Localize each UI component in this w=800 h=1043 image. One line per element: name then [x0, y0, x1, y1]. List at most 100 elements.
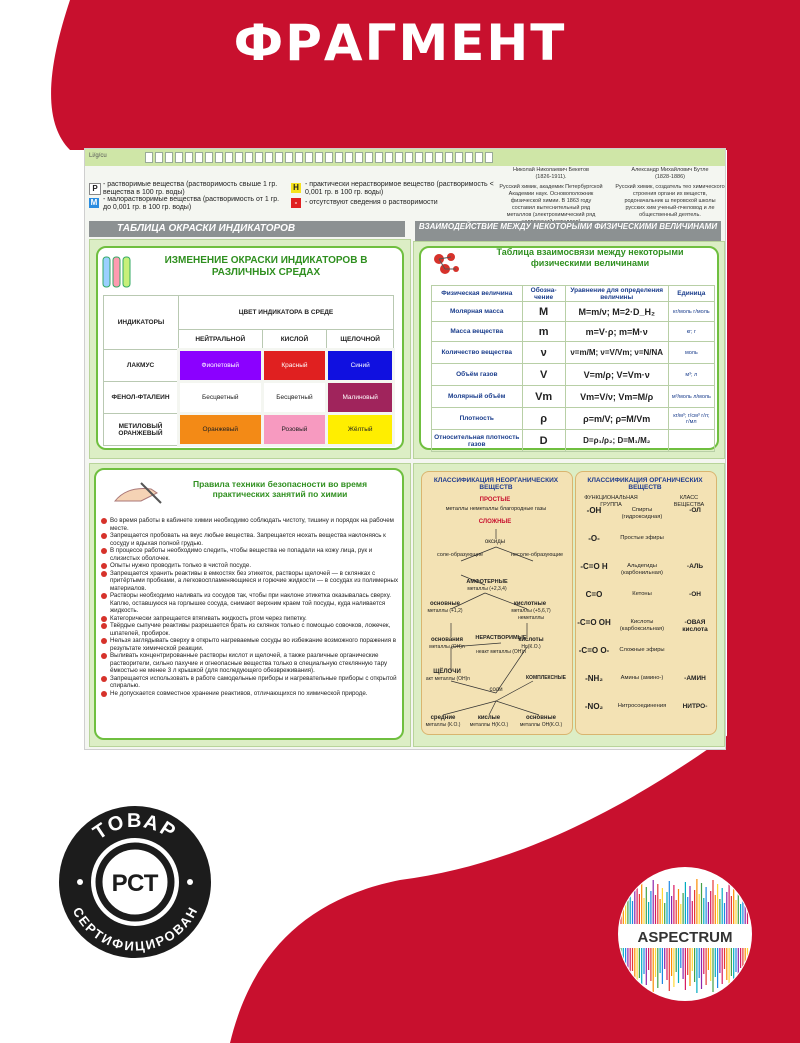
- inorganic-bases: основания: [431, 637, 463, 643]
- ph-row-sym: V: [521, 363, 566, 386]
- ph-row-name: Молярный объём: [431, 385, 523, 408]
- organic-panel: [575, 471, 717, 735]
- inorganic-basic-sub: металлы (+1,2): [427, 608, 463, 614]
- poster-fragment: Li/g/cu Р - растворимые вещества (раство…: [84, 148, 726, 750]
- strip-cells: [145, 152, 493, 163]
- organic-group: -NO₂: [584, 702, 604, 711]
- safety-panel: [89, 463, 411, 747]
- safety-rule: Твёрдые сыпучие реактивы разрешается бра…: [101, 622, 401, 637]
- organic-class: Спирты (гидроксидная): [621, 507, 663, 520]
- safety-rule: Растворы необходимо наливать из сосудов …: [101, 592, 401, 615]
- safety-card: [94, 468, 404, 740]
- organic-suffix: НИТРО-: [682, 703, 708, 710]
- ph-row-eq: D=ρ₁/ρ₂; D=M₁/M₂: [564, 429, 669, 452]
- ph-row-name: Плотность: [431, 407, 523, 430]
- ph-col-name: Физическая величина: [431, 285, 523, 302]
- organic-col-group: ФУНКЦИОНАЛЬНАЯ ГРУППА: [584, 495, 638, 508]
- badge-center-text: РСТ: [112, 870, 159, 897]
- ph-row-sym: m: [521, 321, 566, 342]
- inorganic-simple-sub: металлы неметаллы благородные газы: [445, 506, 547, 512]
- inorganic-amphoteric-sub: металлы (+2,3,4): [467, 586, 507, 592]
- ph-row-sym: ρ: [521, 407, 566, 430]
- legend-text-r: - растворимые вещества (растворимость св…: [103, 181, 278, 196]
- brand-name: ASPECTRUM: [637, 929, 732, 946]
- col-alkaline: ЩЕЛОЧНОЙ: [326, 329, 394, 350]
- ph-row-unit: м³/моль л/моль: [667, 385, 716, 408]
- safety-rule: Запрещается хранить реактивы в емкостях …: [101, 570, 401, 593]
- safety-rule: Выливать концентрированные растворы кисл…: [101, 652, 401, 675]
- inorganic-acids: кислоты: [518, 637, 544, 643]
- safety-rule: Не допускается совместное хранение реакт…: [101, 690, 401, 698]
- safety-rule: Нельзя заглядывать сверху в открыто нагр…: [101, 637, 401, 652]
- row-methyl-orange: МЕТИЛОВЫЙ ОРАНЖЕВЫЙ: [103, 413, 179, 446]
- legend-text-none: - отсутствуют сведения о растворимости: [305, 199, 438, 206]
- portrait-1-years: (1826-1911).: [535, 174, 567, 180]
- safety-rule: Запрещается использовать в работе самоде…: [101, 675, 401, 690]
- safety-rule: Запрещается пробовать на вкус любые веще…: [101, 532, 401, 547]
- litmus-neutral: Фиолетовый: [177, 348, 264, 383]
- organic-class: Кетоны: [632, 591, 652, 597]
- ph-row-eq: M=m/ν; M=2·D_H₂: [564, 301, 669, 322]
- inorganic-medium: средние: [430, 715, 456, 721]
- legend-text-m: - малорастворимые вещества (растворимост…: [103, 196, 280, 211]
- portrait-2-bio: Русский химик, создатель тео химического…: [615, 184, 725, 218]
- strip-label: Li/g/cu: [89, 153, 107, 159]
- organic-group: -C=O H: [580, 562, 608, 571]
- ph-row-name: Молярная масса: [431, 301, 523, 322]
- inorganic-alkali: ЩЁЛОЧИ: [433, 669, 461, 675]
- methyl-neutral: Оранжевый: [177, 412, 264, 447]
- organic-group: -NH₂: [585, 674, 603, 683]
- inorganic-acidic-sub: металлы (+5,6,7) неметаллы: [511, 608, 551, 621]
- ph-row-eq: V=m/ρ; V=Vm·ν: [564, 363, 669, 386]
- organic-class: Простые эфиры: [620, 535, 664, 541]
- ph-row-eq: ν=m/M; ν=V/Vm; ν=N/NA: [564, 341, 669, 364]
- ph-row-name: Объём газов: [431, 363, 523, 386]
- ph-row-eq: ρ=m/V; ρ=M/Vm: [564, 407, 669, 430]
- methyl-acid: Розовый: [260, 412, 329, 447]
- inorganic-insoluble: НЕРАСТВОРИМЫЕ: [475, 635, 527, 641]
- test-tubes-icon: [102, 256, 131, 288]
- litmus-acid: Красный: [260, 348, 329, 383]
- ph-row-name: Масса вещества: [431, 321, 523, 342]
- legend-badge-n: Н: [291, 183, 301, 193]
- portrait-1-name: Николай Николаевич Бекетов: [513, 167, 589, 173]
- phenol-neutral: Бесцветный: [177, 380, 264, 415]
- safety-rule: Во время работы в кабинете химии необход…: [101, 517, 401, 532]
- indicators-header: ТАБЛИЦА ОКРАСКИ ИНДИКАТОРОВ: [89, 221, 405, 237]
- certified-badge: ТОВАР СЕРТИФИЦИРОВАН РСТ: [59, 806, 211, 958]
- legend-badge-none: -: [291, 198, 301, 208]
- organic-group: -OH: [586, 506, 602, 515]
- col-group: ЦВЕТ ИНДИКАТОРА В СРЕДЕ: [178, 295, 394, 330]
- ph-row-unit: кг/моль г/моль: [667, 301, 716, 322]
- ph-row-sym: Vm: [521, 385, 566, 408]
- page-title: ФРАГМЕНТ: [233, 14, 567, 72]
- portrait-1: Николай Николаевич Бекетов (1826-1911). …: [499, 167, 603, 226]
- inorganic-basic: основные: [430, 601, 460, 607]
- ph-row-unit: кг; г: [667, 321, 716, 342]
- methyl-alkaline: Жёлтый: [325, 412, 395, 447]
- litmus-alkaline: Синий: [325, 348, 395, 383]
- organic-col-class: КЛАСС ВЕЩЕСТВА: [673, 495, 705, 508]
- organic-class: Кислоты (карбоксильная): [619, 619, 665, 632]
- inorganic-salts: соли: [489, 687, 503, 693]
- ph-row-unit: [667, 429, 716, 452]
- inorganic-alkali-sub: акт металлы (OH)n: [425, 676, 471, 682]
- inorganic-amphoteric: АМФОТЕРНЫЕ: [466, 579, 508, 585]
- molecule-icon: [434, 253, 459, 274]
- inorganic-salt-forming: соле-образующие: [436, 552, 484, 558]
- inorganic-basic-salts: основные: [526, 715, 556, 721]
- physics-title: Таблица взаимосвязи между некоторыми физ…: [496, 247, 684, 268]
- safety-rule: Опыты нужно проводить только в чистой по…: [101, 562, 401, 570]
- legend-badge-r: Р: [89, 183, 101, 195]
- phenol-alkaline: Малиновый: [325, 380, 395, 415]
- inorganic-bases-sub: металлы (OH)n: [429, 644, 465, 650]
- ph-row-name: Количество вещества: [431, 341, 523, 364]
- hand-pipette-icon: [113, 482, 162, 504]
- phenol-acid: Бесцветный: [260, 380, 329, 415]
- inorganic-acidic: кислотные: [513, 601, 547, 607]
- organic-suffix: -ОЛ: [689, 507, 701, 514]
- organic-suffix: -АМИН: [684, 675, 706, 682]
- inorganic-basic-salts-sub: металлы OH(К.О.): [519, 722, 563, 728]
- inorganic-insoluble-sub: неакт металлы (OH)n: [476, 649, 526, 655]
- row-litmus: ЛАКМУС: [103, 349, 179, 382]
